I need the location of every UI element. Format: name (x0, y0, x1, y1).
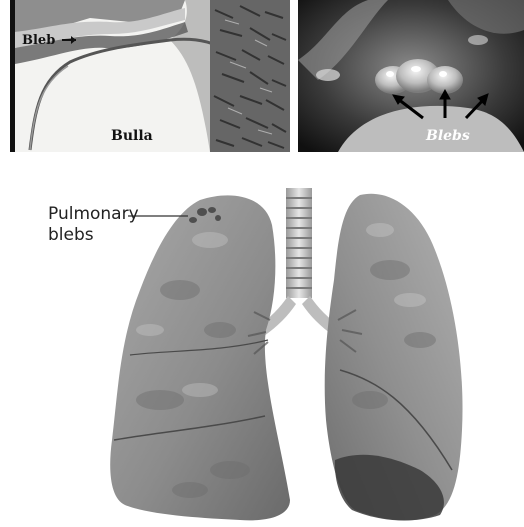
blebs-label: Blebs (426, 128, 470, 144)
pulmonary-blebs-label-line1: Pulmonary (48, 204, 139, 225)
pulmonary-blebs-label: Pulmonary blebs (48, 204, 139, 246)
bulla-label: Bulla (111, 128, 153, 144)
endoscopic-photo: Blebs (298, 0, 524, 152)
pulmonary-blebs-label-line2: blebs (48, 225, 139, 246)
bleb-label: Bleb (22, 33, 55, 48)
lung-illustration (90, 170, 510, 527)
histology-micrograph: Bleb Bulla (10, 0, 290, 152)
